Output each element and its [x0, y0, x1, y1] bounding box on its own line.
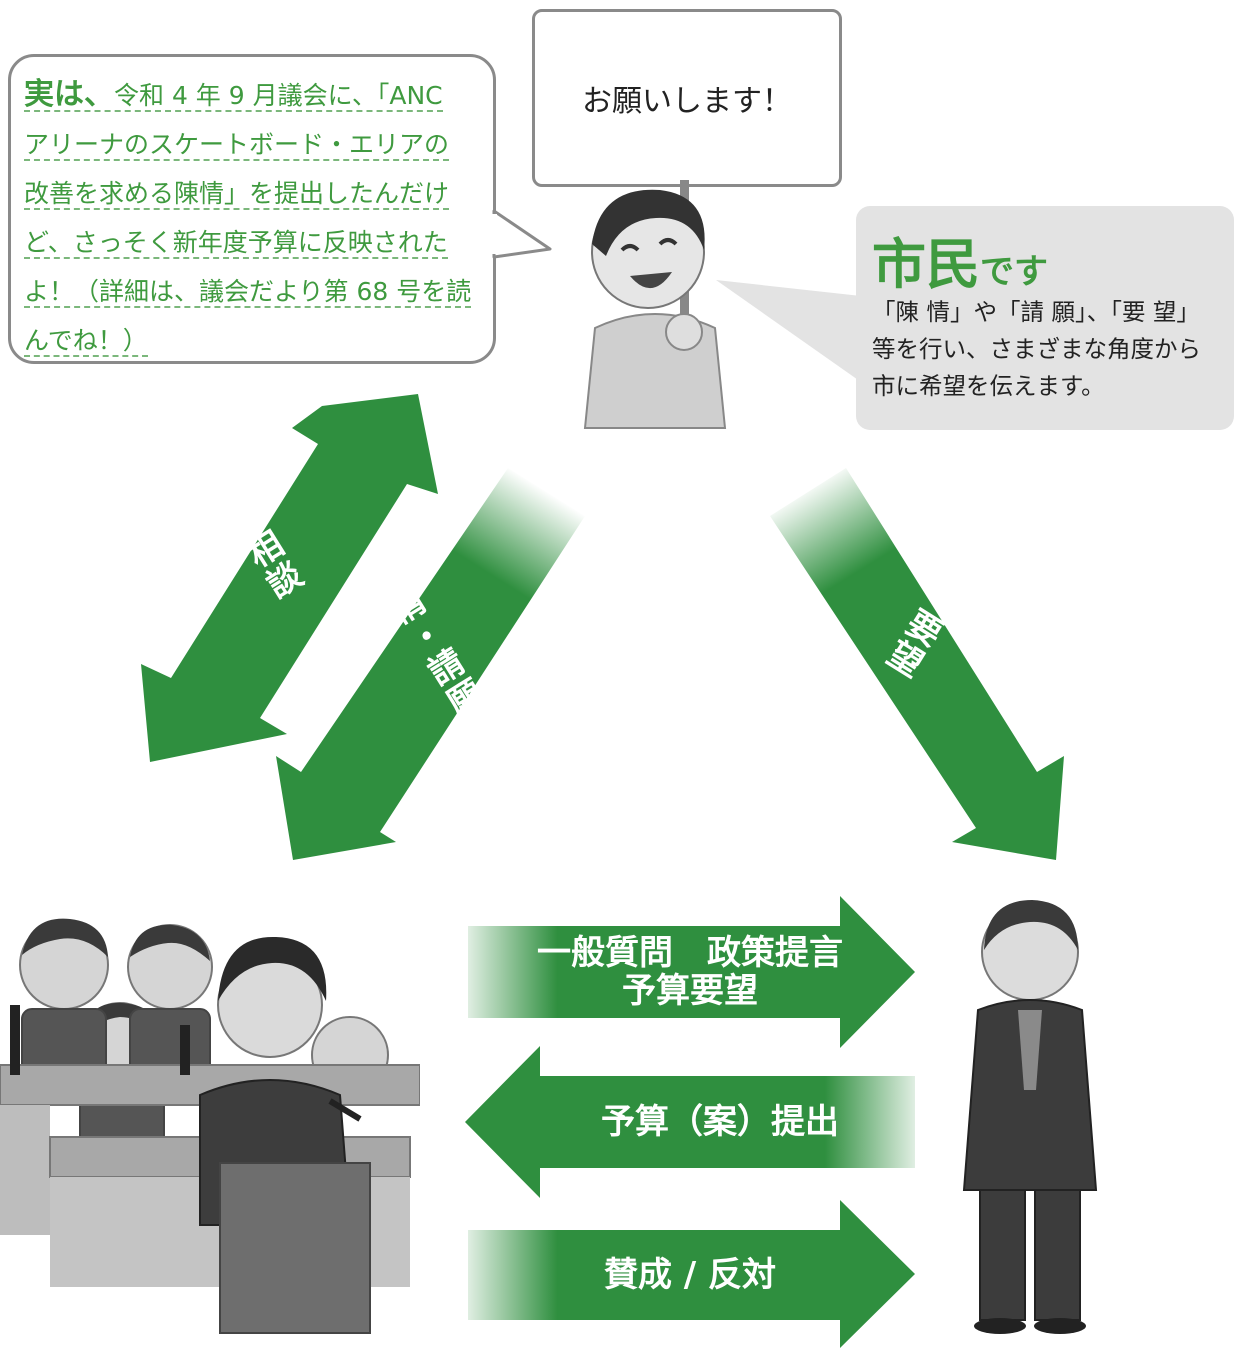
speech-line: アリーナのスケートボード・エリアの — [24, 130, 450, 161]
info-box-pointer — [716, 280, 861, 382]
speech-line: ど、さっそく新年度予算に反映された — [24, 228, 448, 259]
citizen-title: 市民です — [872, 220, 1048, 299]
speech-line: 令和 4 年 9 月議会に、「ANC — [114, 81, 443, 110]
general-question-label: 一般質問 政策提言 予算要望 — [470, 934, 910, 1010]
vote-arrow — [468, 1200, 915, 1348]
budget-submission-label: 予算（案）提出 — [601, 1102, 839, 1142]
consult-arrow — [141, 394, 438, 762]
speech-bubble-tail — [488, 209, 552, 259]
mayor-illustration — [962, 900, 1098, 1334]
budget-submission-arrow — [465, 1046, 915, 1198]
placard-sign: お願いします！ — [532, 9, 842, 187]
speech-line: んでね！） — [24, 326, 148, 357]
speech-lead: 実は、 — [24, 77, 114, 112]
request-arrow — [770, 468, 1064, 860]
council-illustration — [0, 918, 420, 1334]
general-question-line1: 一般質問 政策提言 — [537, 933, 843, 973]
placard-text: お願いします！ — [582, 84, 792, 119]
speech-line: 改善を求める陳情」を提出したんだけ — [24, 179, 450, 210]
citizen-info-box — [856, 206, 1234, 430]
petition-arrow — [276, 468, 585, 860]
citizen-title-suffix: です — [980, 252, 1048, 292]
speech-line: よ！（詳細は、議会だより第 68 号を読 — [24, 277, 472, 308]
citizen-description: 「陳 情」や「請 願」、「要 望」等を行い、さまざまな角度から市に希望を伝えます… — [872, 298, 1201, 400]
general-question-line2: 予算要望 — [622, 971, 758, 1011]
speech-bubble-text: 実は、令和 4 年 9 月議会に、「ANC アリーナのスケートボード・エリアの … — [24, 70, 480, 365]
citizen-illustration — [583, 180, 727, 429]
vote-label: 賛成 / 反対 — [603, 1255, 777, 1295]
general-question-arrow — [468, 896, 915, 1048]
speech-bubble — [8, 54, 496, 364]
citizen-title-main: 市民 — [872, 233, 980, 296]
